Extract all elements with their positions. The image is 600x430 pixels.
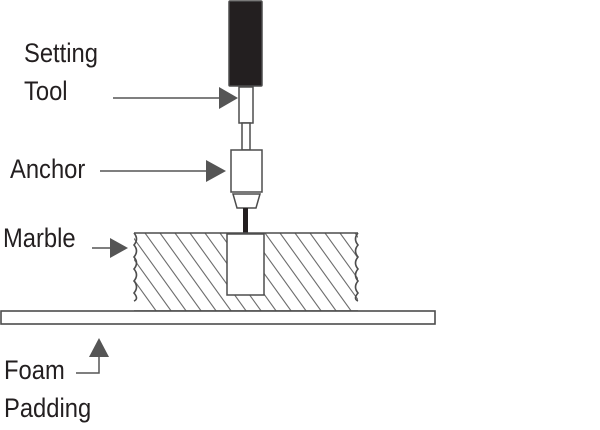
marble-hatch-line xyxy=(134,279,157,311)
setting-tool-label-line2: Tool xyxy=(24,76,68,106)
marble-hatch-line xyxy=(174,233,232,311)
marble-hatch-line xyxy=(264,233,322,311)
marble-label: Marble xyxy=(3,223,76,253)
drilled-hole xyxy=(226,233,265,296)
marble-hatch-line xyxy=(415,233,471,311)
marble-hatch-line xyxy=(324,233,358,280)
anchor-tip xyxy=(232,193,261,209)
foam-padding-label-line1: Foam xyxy=(4,355,65,385)
setting-tool-label-line1: Setting xyxy=(24,38,98,68)
marble-hatch-line xyxy=(294,233,352,311)
foam-padding xyxy=(0,310,436,325)
setting-tool-arrow xyxy=(113,87,238,109)
marble-hatch-line xyxy=(370,233,426,311)
anchor-label: Anchor xyxy=(10,154,86,184)
marble-slab xyxy=(132,232,471,312)
marble-hatch-line xyxy=(134,258,172,311)
anchor-body xyxy=(230,149,263,193)
anchor-arrow xyxy=(100,160,226,182)
setting-tool-pin xyxy=(241,122,251,151)
marble-hatch-line xyxy=(354,233,358,239)
marble-hatch-line xyxy=(339,233,358,259)
setting-tool-handle xyxy=(228,0,263,87)
marble-hatch-line xyxy=(385,233,441,311)
marble-hatch-line xyxy=(144,233,202,311)
foam-padding-arrow xyxy=(76,338,109,374)
marble-hatch-line xyxy=(279,233,337,311)
foam-padding-label-line2: Padding xyxy=(4,393,92,423)
marble-hatch-line xyxy=(189,233,247,311)
setting-tool-collar xyxy=(238,86,254,124)
marble-hatch-line xyxy=(134,237,187,311)
marble-hatch-line xyxy=(309,233,358,301)
marble-hatch-line xyxy=(159,233,217,311)
anchor-rod xyxy=(243,208,248,235)
marble-arrow xyxy=(92,238,128,258)
marble-hatch-line xyxy=(400,233,456,311)
